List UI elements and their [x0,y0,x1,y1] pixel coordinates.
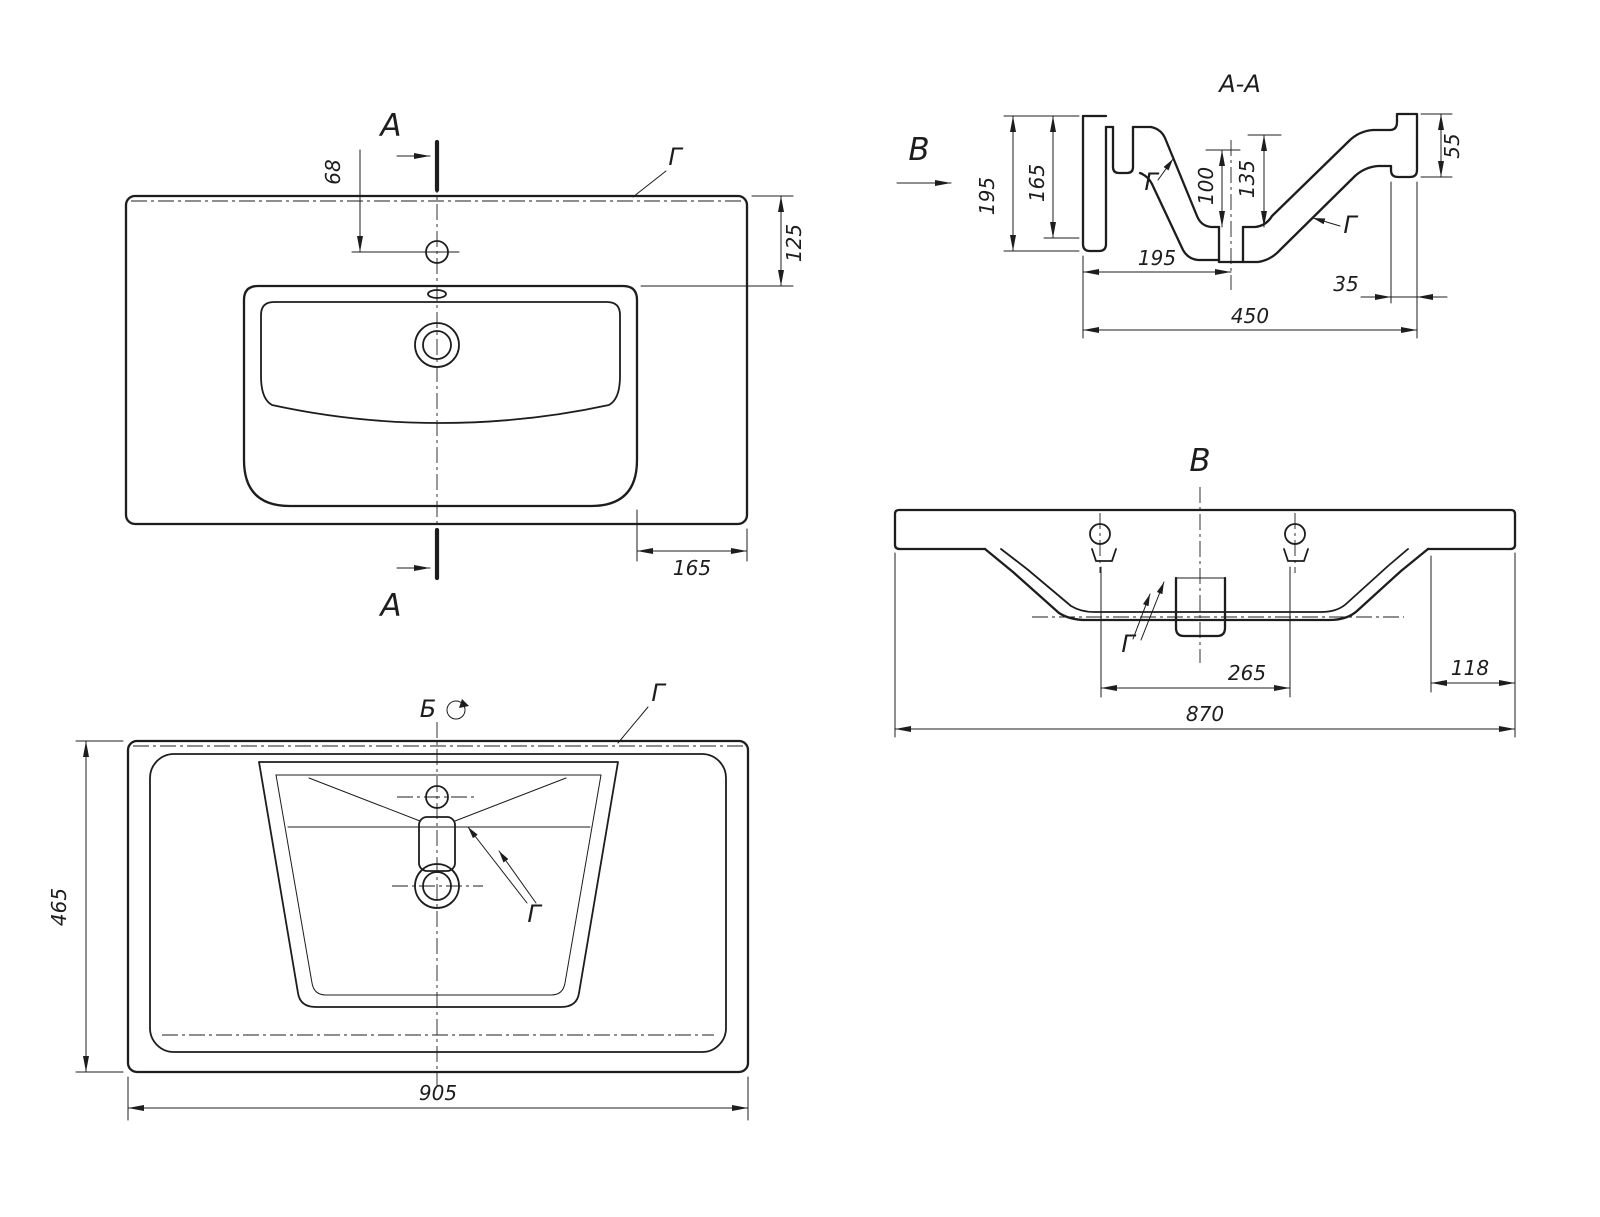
dim-265-text: 265 [1228,661,1266,685]
plan-drain-outer [414,322,460,368]
dim-35-text: 35 [1333,272,1358,296]
bottom-outer-edge [126,739,750,1074]
bottom-basin-projection-inner [275,774,602,996]
bottom-view-letter: Б [420,695,436,723]
front-detail-label: Г [1121,630,1136,658]
front-view: B Г 265 118 870 [893,443,1517,738]
section-back-wall [1081,114,1108,253]
dim-55-text: 55 [1440,133,1464,158]
dim-165v-text: 165 [1025,164,1049,202]
section-letter-top: A [378,108,401,144]
rotated-view-symbol [446,700,466,720]
section-view: A-A B 195 165 100 135 55 [896,70,1464,339]
section-basin-left-wall-outer [1138,171,1221,262]
dim-465-text: 465 [47,888,71,926]
section-detail-label-1: Г [1144,168,1159,196]
front-drain-box [1174,576,1227,638]
bottom-detail-label-inner: Г [527,900,542,928]
plan-detail-label: Г [668,143,683,171]
section-basin-left-wall-inner [1149,125,1221,229]
dim-135-text: 135 [1235,160,1259,198]
plan-detail-leader [632,170,667,198]
front-rim-bottom-left [893,543,987,551]
bottom-basin-projection-outer [258,761,619,1008]
section-detail-label-2: Г [1343,211,1358,239]
front-detail-leader-2 [1140,581,1165,641]
bottom-slope-ridge-right [454,777,567,822]
dim-450-text: 450 [1231,304,1269,328]
section-front-apron [1388,112,1419,179]
dim-125-text: 125 [782,224,806,262]
section-detail-leader-2 [1312,217,1341,227]
dim-195h-text: 195 [1138,246,1176,270]
dim-905-text: 905 [419,1081,457,1105]
dim-165-text: 165 [673,556,711,580]
bottom-detail-leader-inner-2 [498,850,537,904]
plan-overflow-slot [427,289,447,299]
front-detail-leader-1 [1132,593,1151,640]
plan-outer-edge [124,194,749,526]
rotated-view-arrowhead [459,699,469,708]
section-title: A-A [1217,70,1261,98]
dim-870-text: 870 [1186,702,1224,726]
plan-drain-inner [422,330,452,360]
front-body-outer [983,547,1430,622]
section-letter-bottom: A [378,588,401,624]
bottom-detail-leader-inner-1 [467,826,528,904]
front-rim-band [893,508,1517,547]
front-mount-tab-left [1091,548,1117,562]
bottom-slope-ridge-left [308,777,421,822]
front-view-title: B [1189,443,1210,479]
bottom-detail-leader-top [617,706,649,744]
front-body-inner [1000,548,1409,613]
front-view-letter: B [908,132,929,168]
bottom-view: Б Г Г 465 905 [47,679,750,1121]
bottom-inner-edge [149,753,727,1053]
section-basin-right-wall-inner [1241,128,1392,229]
dim-100-text: 100 [1194,167,1218,205]
section-faucet-hole-boss [1111,125,1135,175]
dim-118-text: 118 [1451,656,1489,680]
plan-basin-inner-rim [260,301,621,424]
bottom-detail-label-top: Г [651,679,666,707]
front-rim-bottom-right [1426,543,1517,551]
front-mount-tab-right [1283,548,1309,562]
section-basin-right-wall-outer [1241,164,1393,264]
bottom-drain-boss [418,816,456,872]
dim-68-text: 68 [321,159,345,184]
plan-basin-opening [242,284,639,508]
section-detail-leader-1 [1157,158,1174,181]
dim-195v-text: 195 [975,177,999,215]
plan-view: A A 68 Г 125 165 [124,108,806,624]
